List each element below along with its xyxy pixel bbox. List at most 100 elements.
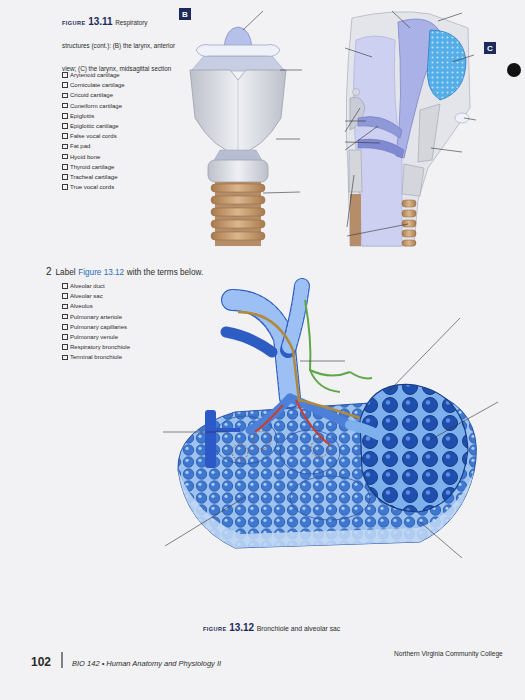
checklist-term: Thyroid cartilage — [62, 162, 172, 172]
larynx-anterior — [224, 27, 252, 47]
larynx-anterior — [211, 196, 265, 204]
printed-text: with the terms below. — [127, 268, 203, 277]
leader-line — [243, 11, 302, 193]
checklist-term: True vocal cords — [62, 182, 172, 192]
printed-text: Northern Virginia Community College — [394, 650, 503, 657]
punch-hole — [507, 63, 521, 77]
figure-letter-box: C — [484, 42, 496, 54]
larynx-anterior — [211, 184, 265, 192]
bronchiole-tree — [288, 286, 302, 350]
blood-vessel — [305, 300, 372, 392]
larynx-midsagittal — [358, 139, 404, 158]
larynx-midsagittal — [427, 30, 466, 100]
leader-line — [345, 11, 476, 236]
larynx-midsagittal — [455, 113, 469, 123]
leader-line — [420, 522, 462, 558]
checklist-term: Hyoid bone — [62, 152, 172, 162]
printed-text: FIGURE — [62, 20, 86, 26]
leader-line — [452, 55, 474, 62]
blood-vessel — [216, 428, 240, 432]
checklist-term: Alveolus — [62, 301, 172, 311]
leader-line — [163, 318, 498, 558]
printed-text: Respiratory structures (cont.): (B) the … — [62, 19, 175, 72]
printed-text: Label — [56, 268, 76, 277]
larynx-midsagittal — [350, 194, 361, 246]
checklist-term: Arytenoid cartilage — [62, 70, 172, 80]
larynx-anterior — [190, 70, 286, 154]
bronchiole-tree — [288, 286, 302, 350]
printed-text: 13.12 — [229, 622, 254, 633]
bronchiole-tree — [250, 398, 290, 430]
leader-line — [165, 497, 245, 546]
larynx-midsagittal — [402, 240, 416, 246]
checklist-term: Alveolar sac — [62, 291, 172, 301]
larynx-anterior — [196, 45, 280, 57]
blood-vessel — [205, 300, 372, 468]
figure-letter: C — [487, 44, 493, 53]
printed-text: Figure 13.12 — [78, 268, 124, 277]
printed-text: Bronchiole and alveolar sac — [257, 625, 341, 632]
checklist-term: Alveolar duct — [62, 281, 172, 291]
leader-line — [430, 402, 498, 440]
leader-line — [345, 126, 378, 150]
printed-text: FIGURE — [203, 626, 227, 632]
checklist-term: Epiglottic cartilage — [62, 121, 172, 131]
exercise-instruction: 2 LabelFigure 13.12with the terms below. — [46, 260, 266, 281]
larynx-midsagittal — [349, 150, 362, 192]
larynx-midsagittal — [402, 210, 416, 217]
checklist-term: Pulmonary venule — [62, 332, 172, 342]
checklist-term: Fat pad — [62, 141, 172, 151]
larynx-anterior — [211, 208, 265, 216]
checklist-term: Pulmonary arteriole — [62, 312, 172, 322]
leader-line — [438, 13, 462, 21]
bronchiole-tree — [226, 332, 272, 352]
larynx-anterior — [211, 232, 265, 240]
leader-line — [388, 318, 460, 392]
leader-line — [243, 11, 263, 30]
checklist-term: Tracheal cartilage — [62, 172, 172, 182]
larynx-anterior — [208, 160, 268, 182]
bronchiole-tree — [350, 425, 378, 435]
larynx-midsagittal — [418, 104, 440, 162]
printed-text: 13.11 — [88, 16, 112, 27]
larynx-anterior — [190, 27, 286, 246]
leader-line — [345, 142, 380, 143]
blood-vessel — [255, 400, 330, 445]
leader-line — [392, 11, 410, 28]
figure-letter-box: B — [179, 8, 191, 20]
larynx-anterior — [191, 56, 285, 71]
leader-line — [345, 48, 372, 57]
checklist-term: Cricoid cartilage — [62, 90, 172, 100]
alveolar-tissue — [253, 431, 271, 449]
larynx-anterior — [211, 220, 265, 228]
checklist-term: Terminal bronchiole — [62, 352, 172, 362]
leader-line — [345, 121, 366, 122]
larynx-midsagittal — [402, 200, 416, 207]
leader-line — [464, 118, 476, 120]
alveolar-tissue — [232, 444, 248, 460]
leader-line — [347, 224, 408, 236]
larynx-midsagittal — [402, 164, 424, 196]
checklist-term: Respiratory bronchiole — [62, 342, 172, 352]
page-footer: 102BIO 142 • Human Anatomy and Physiolog… — [31, 651, 291, 670]
larynx-midsagittal — [358, 117, 402, 139]
term-checklist: Alveolar ductAlveolar sacAlveolusPulmona… — [62, 281, 172, 363]
checklist-term: Pulmonary capillaries — [62, 322, 172, 332]
alveolar-tissue — [290, 476, 370, 520]
larynx-anterior — [238, 80, 239, 150]
footer-divider — [61, 652, 62, 668]
leader-line — [300, 361, 345, 362]
larynx-midsagittal — [353, 89, 360, 96]
checklist-term: Corniculate cartilage — [62, 80, 172, 90]
figure-caption: FIGURE13.11Respiratory structures (cont.… — [62, 8, 176, 78]
larynx-midsagittal — [402, 220, 416, 227]
printed-text: 2 — [46, 266, 52, 277]
checklist-term: False vocal cords — [62, 131, 172, 141]
footer-credit: Northern Virginia Community College — [394, 641, 524, 660]
printed-text: 102 — [31, 655, 51, 669]
leader-line — [276, 139, 300, 140]
checklist-term: Epiglottis — [62, 111, 172, 121]
larynx-midsagittal — [402, 230, 416, 237]
larynx-midsagittal — [346, 12, 470, 246]
blood-vessel — [238, 312, 360, 418]
